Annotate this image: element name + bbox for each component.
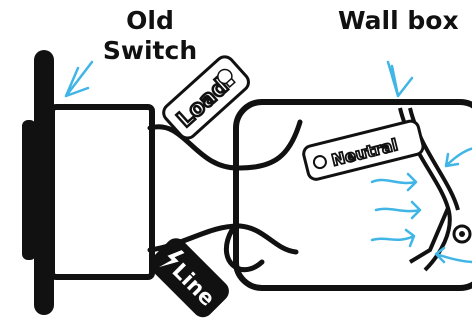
flow-arrow-icon (434, 246, 472, 264)
wire-nut-branch (408, 207, 450, 264)
wall-box (233, 99, 472, 291)
old-switch-label-line2: Switch (102, 36, 198, 65)
flow-arrow-icon (370, 172, 418, 192)
flow-arrow-icon (444, 147, 472, 168)
wall-box-arrow-icon (386, 60, 414, 98)
neutral-tag: Neutral (302, 119, 425, 181)
flow-arrow-icon (374, 200, 422, 220)
lightning-icon (159, 250, 185, 268)
wall-plate-shadow (22, 120, 36, 260)
circle-icon (312, 155, 327, 170)
load-wire (147, 119, 303, 171)
old-switch-body (49, 104, 155, 280)
old-switch-arrow-icon (64, 60, 94, 98)
flow-arrow-icon (370, 228, 416, 248)
old-switch-label-line1: Old (126, 6, 174, 35)
wire-nut-hole (459, 231, 465, 237)
bulb-icon (217, 68, 236, 89)
wall-box-label: Wall box (338, 6, 459, 35)
flow-arrows (370, 147, 472, 264)
loop-wire (223, 227, 265, 273)
old-switch-label: Old Switch (90, 6, 210, 66)
